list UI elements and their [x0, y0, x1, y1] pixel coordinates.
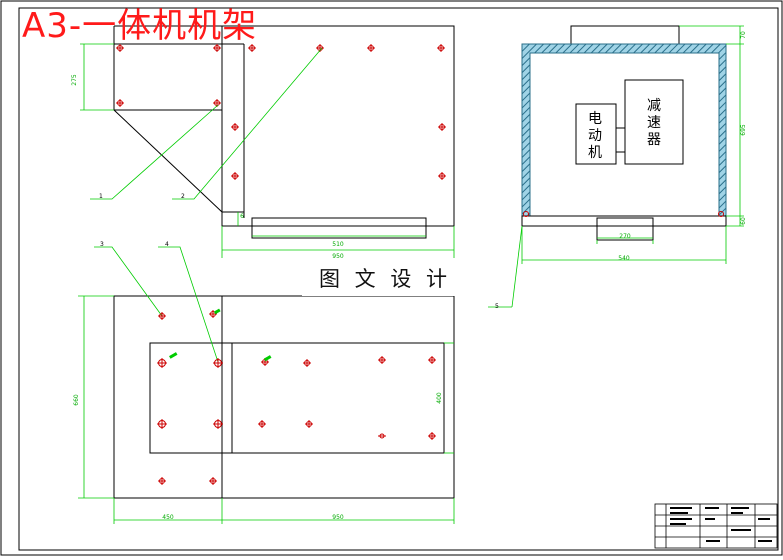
dim-plan-right: 950 — [332, 514, 344, 521]
diagonal-brace — [113, 109, 223, 213]
part-label-5: 5 — [495, 303, 499, 310]
dim-plan-left: 450 — [162, 514, 174, 521]
side-base-foot — [596, 217, 654, 241]
main-plate — [221, 25, 455, 227]
part-label-3: 3 — [100, 241, 104, 248]
dim-side-height: 695 — [740, 124, 747, 136]
motor-char-1: 电 — [588, 111, 602, 127]
part-label-4: 4 — [165, 241, 169, 248]
reducer-box — [624, 79, 684, 165]
front-leaders — [90, 47, 323, 200]
plan-outline — [113, 295, 455, 499]
dim-small-a: 6 — [240, 213, 244, 220]
title-block-marks — [670, 507, 772, 542]
motor-label: 电 动 机 — [588, 111, 602, 161]
front-view — [113, 25, 455, 239]
base-foot — [251, 217, 427, 239]
reducer-label: 减 速 器 — [647, 98, 661, 148]
watermark: 图 文 设 计 — [302, 262, 468, 296]
motor-char-3: 机 — [588, 145, 602, 161]
dim-plan-height: 660 — [73, 394, 80, 406]
motor-char-2: 动 — [588, 128, 602, 144]
dim-side-bottom: 60 — [740, 217, 747, 225]
motor-box — [575, 103, 617, 165]
dim-side-top: 70 — [740, 31, 747, 39]
part-label-1: 1 — [99, 193, 103, 200]
plan-inner-plate — [149, 342, 445, 454]
side-view — [521, 25, 727, 241]
side-dimensions — [511, 25, 744, 308]
inner-border — [18, 7, 779, 551]
dim-base-inner: 510 — [332, 241, 344, 248]
dim-side-total: 540 — [618, 255, 630, 262]
frame-section — [521, 43, 727, 217]
plan-view — [113, 295, 455, 499]
reducer-char-3: 器 — [647, 132, 661, 148]
reducer-char-2: 速 — [647, 115, 661, 131]
dim-side-base: 270 — [619, 233, 631, 240]
front-bolt-holes — [116, 44, 446, 180]
plan-dimensions — [78, 246, 455, 524]
upper-bracket — [113, 43, 223, 111]
side-top-cap — [570, 25, 680, 45]
front-dimensions — [80, 43, 455, 258]
dim-top-left-height: 275 — [71, 74, 78, 86]
title-block — [654, 503, 778, 549]
drawing-title: A3-一体机机架 — [22, 6, 258, 46]
dim-plan-inner-h: 400 — [436, 392, 443, 404]
reducer-char-1: 减 — [647, 98, 661, 114]
plan-bolt-holes — [157, 310, 436, 485]
dim-base-total: 950 — [332, 253, 344, 260]
part-label-2: 2 — [181, 193, 185, 200]
